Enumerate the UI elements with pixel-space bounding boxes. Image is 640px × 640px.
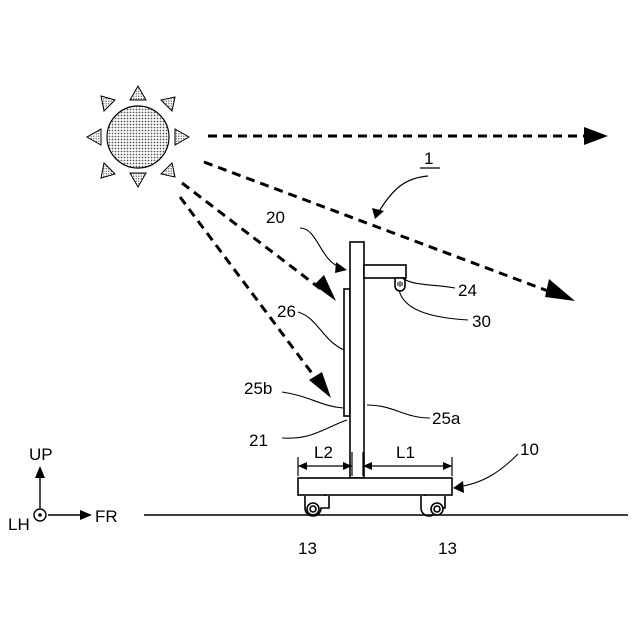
ref-label-13-right: 13 (438, 539, 457, 558)
ray-lower (180, 197, 320, 384)
ref-label-30: 30 (472, 312, 491, 331)
leader-1: 1 (372, 149, 440, 219)
base-body (298, 478, 452, 495)
ref-label-13-left: 13 (298, 539, 317, 558)
ref-label-26: 26 (277, 302, 296, 321)
panel-rear-plate (344, 289, 350, 416)
sunlight-rays (180, 136, 590, 384)
sun-icon (87, 86, 189, 187)
leader-10 (456, 454, 518, 487)
leader-25a (367, 405, 430, 418)
axis-label-fr: FR (95, 507, 118, 526)
ref-label-21: 21 (249, 431, 268, 450)
ref-label-25b: 25b (244, 379, 272, 398)
leader-20-arrow (335, 262, 347, 273)
leader-25b (282, 392, 343, 408)
axis-label-lh: LH (8, 515, 30, 534)
axis-up-arrow (35, 466, 45, 478)
coordinate-axes (34, 466, 92, 521)
leader-21 (282, 420, 347, 438)
ray-middle (182, 183, 322, 290)
dim-label-L2: L2 (314, 443, 333, 462)
ref-label-25a: 25a (432, 409, 461, 428)
leader-24 (402, 278, 455, 288)
lamp-arm (364, 265, 406, 278)
ref-label-24: 24 (458, 281, 477, 300)
axis-fr-arrow (80, 510, 92, 520)
leader-20 (300, 228, 342, 268)
ref-label-1: 1 (424, 149, 433, 168)
leader-26 (298, 312, 344, 350)
pole (350, 242, 364, 478)
ref-label-20: 20 (266, 208, 285, 227)
dim-label-L1: L1 (396, 443, 415, 462)
ref-label-10: 10 (520, 440, 539, 459)
base-cart (298, 478, 452, 516)
axis-label-up: UP (29, 445, 53, 464)
leader-10-arrow (453, 481, 464, 493)
